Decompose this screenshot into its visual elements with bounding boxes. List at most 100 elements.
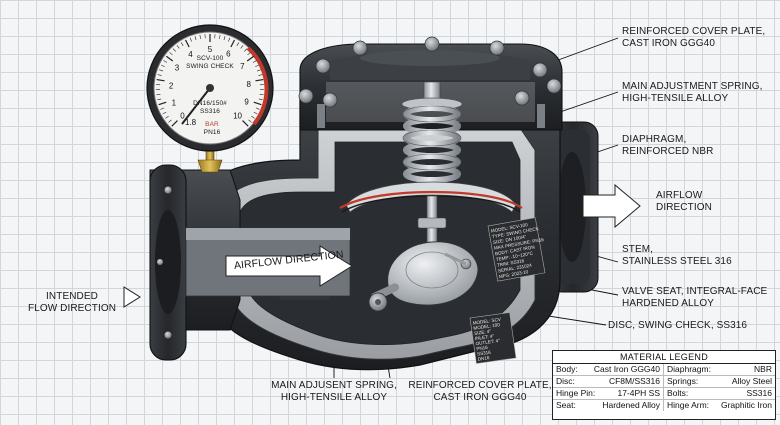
gauge-tick xyxy=(236,42,240,46)
gauge-tick xyxy=(194,36,197,41)
gauge-tick xyxy=(156,78,165,82)
gauge-rating: PN16 xyxy=(203,129,221,136)
callout-stem-line1: STEM, xyxy=(622,244,654,255)
gauge-tick xyxy=(244,48,248,52)
legend-key: Hinge Arm: xyxy=(667,400,710,410)
callout-stem: STEM, STAINLESS STEEL 316 xyxy=(622,244,732,268)
legend-entry: Bolts:SS316 xyxy=(664,388,775,400)
gauge-tick xyxy=(252,60,257,63)
gauge-tick xyxy=(255,107,260,110)
legend-entry: Diaphragm: NBR xyxy=(664,364,775,376)
callout-main-spring-line1: MAIN ADJUSTMENT SPRING, xyxy=(622,81,763,92)
callout-airflow-right-line2: DIRECTION xyxy=(656,202,712,213)
nameplate-line: SERIAL: 231024 xyxy=(498,263,533,274)
gauge-tick xyxy=(259,93,264,96)
gauge-tick-label: 1.8 xyxy=(185,118,197,127)
gauge-tick-label: 5 xyxy=(208,45,213,54)
gauge-spec: DN16/150# xyxy=(193,100,227,107)
legend-entry: Seat: Hardened Alloy xyxy=(553,400,664,411)
legend-entry: Springs: Alloy Steel xyxy=(664,376,775,388)
gauge-tick xyxy=(161,64,165,67)
gauge-material: SS316 xyxy=(199,108,221,115)
legend-value: Alloy Steel xyxy=(731,376,772,386)
legend-key: Seat: xyxy=(556,400,576,410)
legend-value: CF8M/SS316 xyxy=(608,376,660,386)
gauge-face-spec: DN16/150# SS316 xyxy=(193,100,227,116)
nameplate-line: BODY: CAST IRON xyxy=(495,244,536,256)
nameplate-line: MODEL: SCV xyxy=(472,317,502,326)
legend-entry: Body:Cast Iron GGG40 xyxy=(553,364,664,376)
callout-cover-plate-bottom: REINFORCED COVER PLATE, CAST IRON GGG40 xyxy=(408,380,552,404)
inlet-flange xyxy=(149,164,351,361)
gauge-tick xyxy=(258,74,263,76)
nameplate-line: TEMP: -10~120°C xyxy=(496,251,534,263)
legend-value: NBR xyxy=(754,364,772,374)
gauge-tick xyxy=(172,48,176,52)
gauge-tick xyxy=(160,107,165,110)
callout-diaphragm-line1: DIAPHRAGM, xyxy=(622,134,687,145)
gauge-type: SWING CHECK xyxy=(186,63,234,70)
legend-entry: Hinge Pin:17-4PH SS xyxy=(553,388,664,400)
callout-main-spring-line2: HIGH-TENSILE ALLOY xyxy=(622,93,729,104)
legend-key: Hinge Pin: xyxy=(556,388,596,398)
gauge-tick-label: 8 xyxy=(247,80,252,89)
gauge-tick-label: 2 xyxy=(169,81,174,90)
nameplate-line: INLET: 4" xyxy=(475,333,495,341)
legend-entry: Hinge Arm:Graphitic Iron xyxy=(664,400,775,411)
airflow-arrow-outlet xyxy=(582,183,641,229)
legend-value: Hardened Alloy xyxy=(602,400,660,410)
gauge-tick xyxy=(162,111,167,115)
gauge-units: BAR PN16 xyxy=(200,121,224,137)
legend-key: Diaphragm: xyxy=(667,364,711,374)
gauge-tick-label: 7 xyxy=(240,62,245,71)
nameplate-line: DN16 xyxy=(477,355,490,362)
gauge-tick xyxy=(199,34,201,39)
callout-stem-line2: STAINLESS STEEL 316 xyxy=(622,256,732,267)
gauge-tick xyxy=(258,98,263,101)
gauge-tick xyxy=(157,74,162,76)
callout-diaphragm-line2: REINFORCED NBR xyxy=(622,146,714,157)
gauge-tick-label: 3 xyxy=(175,63,180,72)
gauge-tick xyxy=(159,69,164,72)
callout-intended-flow-line2: FLOW DIRECTION xyxy=(27,303,117,314)
gauge-tick xyxy=(253,111,258,115)
nameplate-line: TRIM: SS316 xyxy=(497,258,525,268)
swing-check-disc xyxy=(368,241,479,312)
callout-cover-plate: REINFORCED COVER PLATE, CAST IRON GGG40 xyxy=(622,26,765,50)
legend-key: Bolts: xyxy=(667,388,689,398)
nameplate-line: MODEL: SCV-100 xyxy=(490,222,528,233)
gauge-tick-label: 9 xyxy=(244,97,249,106)
callout-main-spring-bottom-line2: HIGH-TENSILE ALLOY xyxy=(280,392,388,403)
callout-airflow-right: AIRFLOW DIRECTION xyxy=(656,190,712,214)
callout-main-spring-bottom-line1: MAIN ADJUSENT SPRING, xyxy=(271,380,397,391)
gauge-tick-label: 4 xyxy=(188,50,193,59)
gauge-tick xyxy=(248,119,252,123)
gauge-tick xyxy=(223,36,226,41)
nameplate-line: OUTLET: 4" xyxy=(475,338,500,346)
gauge-tick-label: 6 xyxy=(226,50,231,59)
gauge-tick xyxy=(165,55,174,62)
gauge-tick xyxy=(240,45,244,49)
gauge-tick xyxy=(157,98,162,101)
legend-key: Springs: xyxy=(667,376,699,386)
callout-valve-seat-line1: VALVE SEAT, INTEGRAL-FACE xyxy=(622,286,768,297)
gauge-tick-label: 1 xyxy=(172,99,177,108)
nameplate-line: SIZE: 4" xyxy=(474,329,492,336)
gauge-tick xyxy=(255,78,264,82)
callout-cover-plate-line1: REINFORCED COVER PLATE, xyxy=(622,26,766,37)
gauge-tick xyxy=(184,39,190,48)
nameplate-line: SS316 xyxy=(477,350,492,357)
gauge-tick xyxy=(247,52,251,56)
callout-intended-flow-line1: INTENDED xyxy=(46,291,98,302)
legend-key: Disc: xyxy=(556,376,575,386)
gauge-tick xyxy=(219,34,221,39)
gauge-tick-label: 10 xyxy=(233,112,242,121)
callout-main-spring-bottom: MAIN ADJUSENT SPRING, HIGH-TENSILE ALLOY xyxy=(262,380,406,404)
callout-disc-text: DISC, SWING CHECK, SS316 xyxy=(608,320,748,331)
